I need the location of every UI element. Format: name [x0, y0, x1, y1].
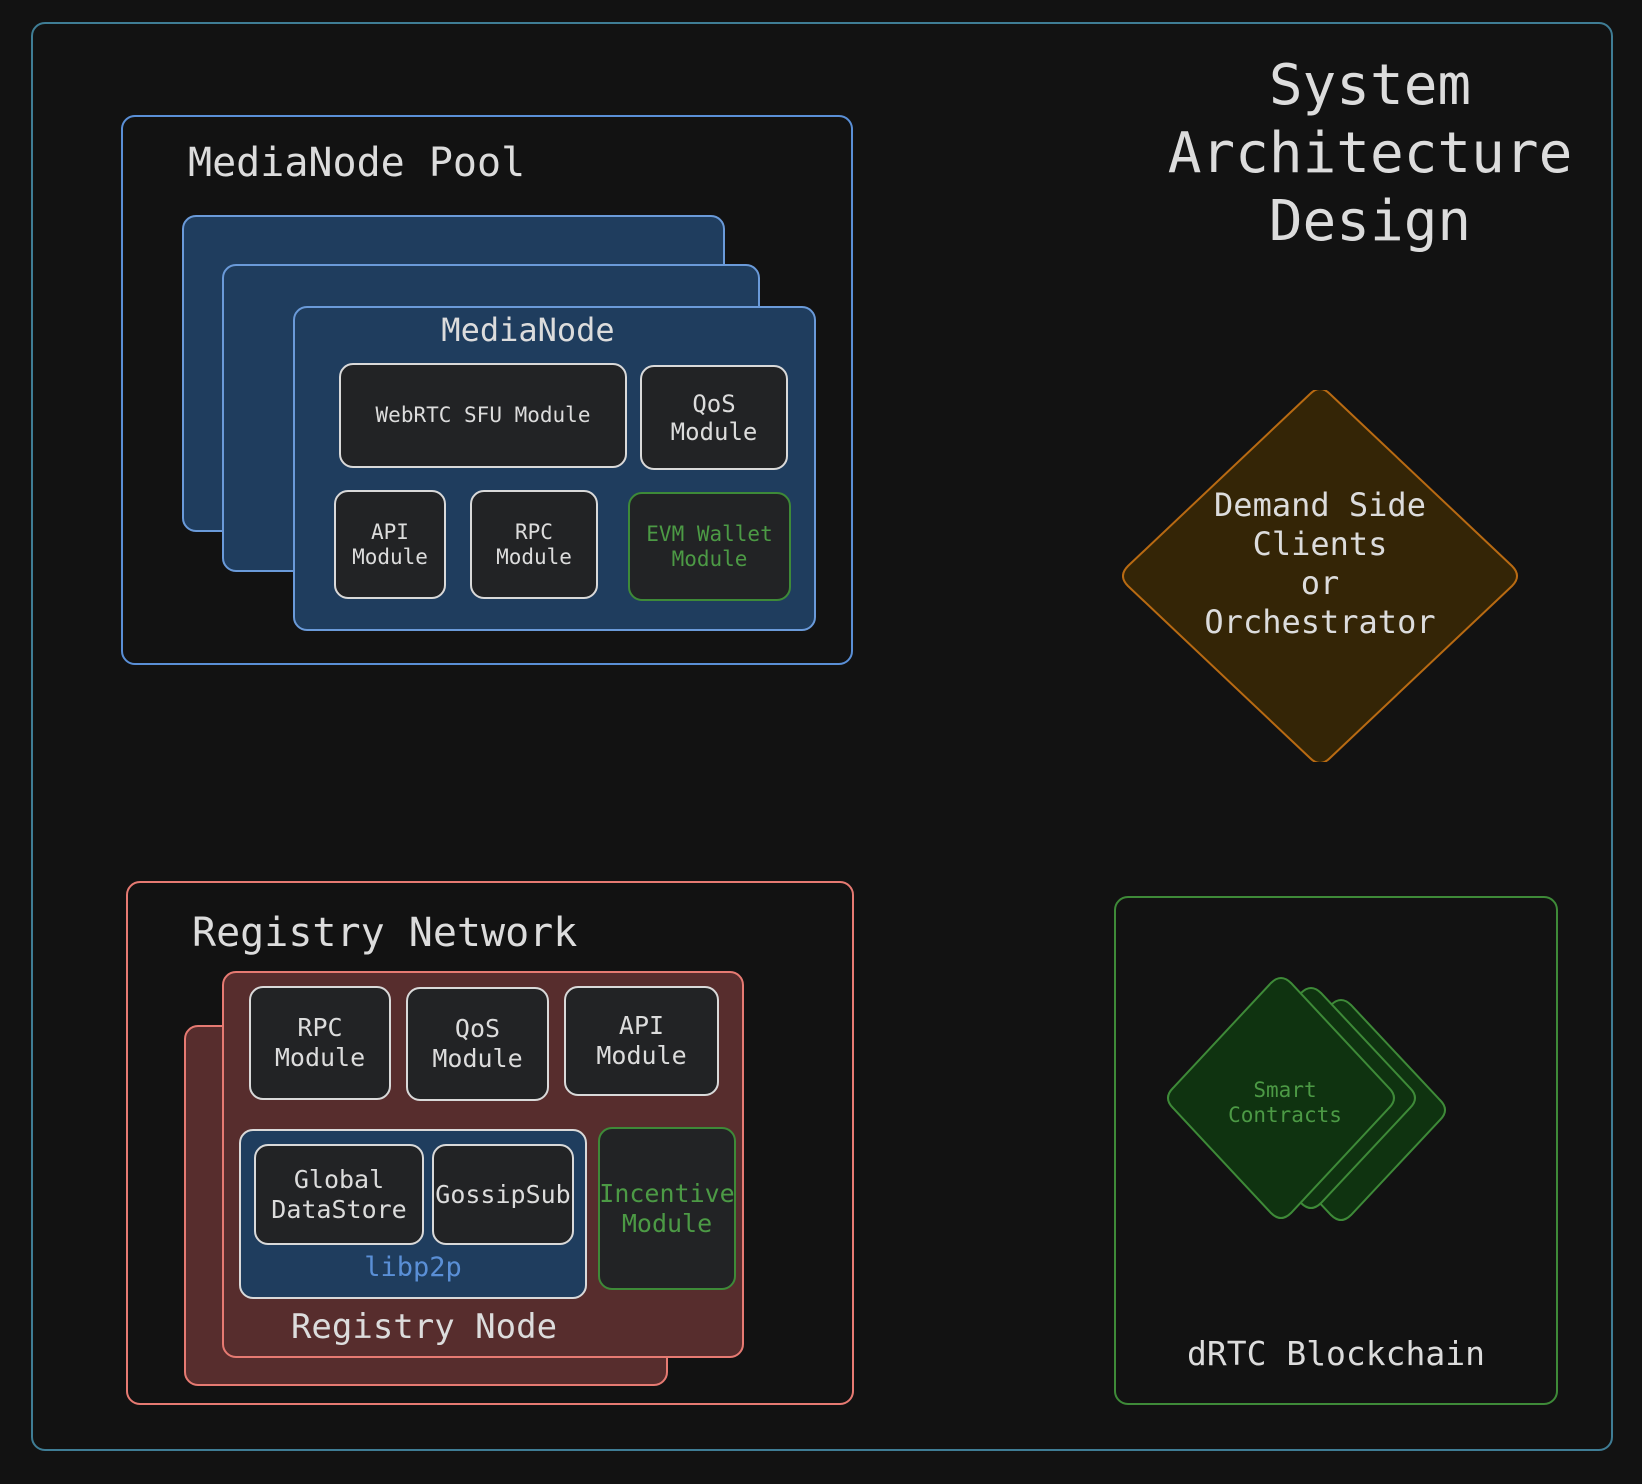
- medianode-pool-group: [121, 115, 853, 665]
- registry-node-label: Registry Node: [290, 1307, 558, 1347]
- outer-frame: [31, 22, 1613, 1451]
- registry-rpc-module: RPC Module: [249, 986, 391, 1100]
- medianode-qos-module: QoS Module: [640, 365, 788, 470]
- registry-qos-module: QoS Module: [406, 987, 549, 1101]
- demand-side-label: Demand Side Clients or Orchestrator: [1204, 486, 1436, 641]
- drtc-blockchain-label: dRTC Blockchain: [1186, 1334, 1485, 1373]
- smart-contracts-label: Smart Contracts: [1228, 1078, 1342, 1127]
- smart-contracts-stack: [1167, 977, 1446, 1221]
- registry-network-title: Registry Network: [192, 910, 578, 956]
- demand-side-diamond: [1122, 390, 1518, 762]
- registry-api-module: API Module: [564, 986, 719, 1096]
- medianode-api-module: API Module: [334, 490, 446, 599]
- gossipsub-module: GossipSub: [432, 1144, 574, 1245]
- registry-network-group: [126, 881, 854, 1405]
- medianode-rpc-module: RPC Module: [470, 490, 598, 599]
- medianode-pool-title: MediaNode Pool: [188, 140, 526, 186]
- evm-wallet-module: EVM Wallet Module: [628, 492, 791, 601]
- webrtc-sfu-module: WebRTC SFU Module: [339, 363, 627, 468]
- global-datastore-module: Global DataStore: [254, 1144, 424, 1245]
- drtc-blockchain-group: [1114, 896, 1558, 1405]
- diagram-title: System Architecture Design: [1167, 53, 1573, 254]
- contract-diamond-front: [1167, 977, 1395, 1219]
- libp2p-label: libp2p: [364, 1252, 462, 1283]
- incentive-module: Incentive Module: [598, 1127, 736, 1290]
- medianode-title: MediaNode: [441, 311, 615, 349]
- demand-diamond-shape: [1122, 390, 1518, 762]
